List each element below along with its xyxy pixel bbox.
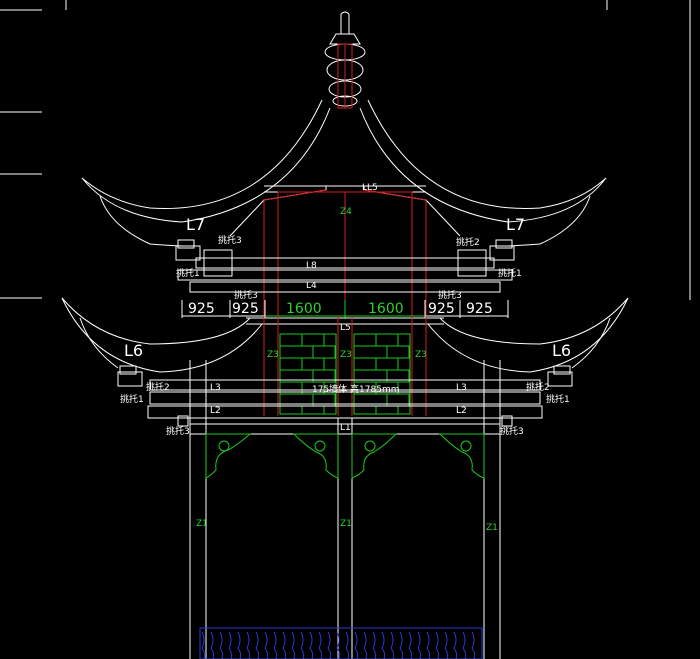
label-l6-left: L6 <box>124 341 143 360</box>
label-l5: L5 <box>340 323 351 333</box>
label-z3-right: Z3 <box>415 350 427 360</box>
brick-wall-left <box>279 333 337 415</box>
labels: L7 L7 L6 L6 LL5 Z4 L8 L4 L5 Z3 Z3 Z3 L3 … <box>120 183 571 533</box>
label-l4: L4 <box>306 281 317 291</box>
label-z1-left: Z1 <box>196 519 208 529</box>
lower-frame <box>263 316 427 416</box>
dim-5: 925 <box>428 301 455 317</box>
dim-1: 925 <box>188 301 215 317</box>
label-l6-right: L6 <box>552 341 571 360</box>
label-bracket-bottom-3-left: 挑托3 <box>166 425 190 437</box>
base-hatch <box>199 627 483 659</box>
label-l3-left: L3 <box>210 383 221 393</box>
label-l1: L1 <box>340 423 351 433</box>
label-bracket-upper-3-left: 挑托3 <box>218 234 242 246</box>
dim-2: 925 <box>232 301 259 317</box>
label-z3-left: Z3 <box>267 350 279 360</box>
upper-roof <box>81 99 607 247</box>
dimension-values: 925 925 1600 1600 925 925 <box>188 301 493 317</box>
label-l2-left: L2 <box>210 406 221 416</box>
label-z3-mid: Z3 <box>340 350 352 360</box>
label-bracket-lower-2-left: 挑托2 <box>146 381 170 393</box>
label-bracket-upper-2-right: 挑托2 <box>456 236 480 248</box>
label-bracket-bottom-3-right: 挑托3 <box>500 425 524 437</box>
label-z4: Z4 <box>340 207 352 217</box>
lower-roof <box>61 297 629 373</box>
dim-3: 1600 <box>286 301 322 317</box>
label-bracket-lower-1-right: 挑托1 <box>546 393 570 405</box>
wall-note: 175墙体 高1785mm <box>312 383 399 395</box>
sheet-border <box>0 0 691 300</box>
label-l8: L8 <box>306 261 317 271</box>
label-z1-right: Z1 <box>486 523 498 533</box>
upper-beams <box>175 239 515 293</box>
label-bracket-mid-3-right: 挑托3 <box>438 289 462 301</box>
dim-6: 925 <box>466 301 493 317</box>
label-bracket-mid-3-left: 挑托3 <box>234 289 258 301</box>
label-bracket-upper-1-right: 挑托1 <box>498 267 522 279</box>
corner-brackets <box>205 433 485 479</box>
label-l2-right: L2 <box>456 406 467 416</box>
brick-wall-right <box>353 333 411 415</box>
label-l7-right: L7 <box>506 215 525 234</box>
label-bracket-lower-1-left: 挑托1 <box>120 393 144 405</box>
label-z1-mid: Z1 <box>340 519 352 529</box>
label-l7-left: L7 <box>186 215 205 234</box>
label-ll5: LL5 <box>362 183 378 193</box>
roof-finial <box>324 11 366 109</box>
dim-4: 1600 <box>368 301 404 317</box>
columns <box>189 360 501 659</box>
label-l3-right: L3 <box>456 383 467 393</box>
label-bracket-lower-2-right: 挑托2 <box>526 381 550 393</box>
label-bracket-upper-1-left: 挑托1 <box>176 267 200 279</box>
dimension-line <box>181 300 509 318</box>
